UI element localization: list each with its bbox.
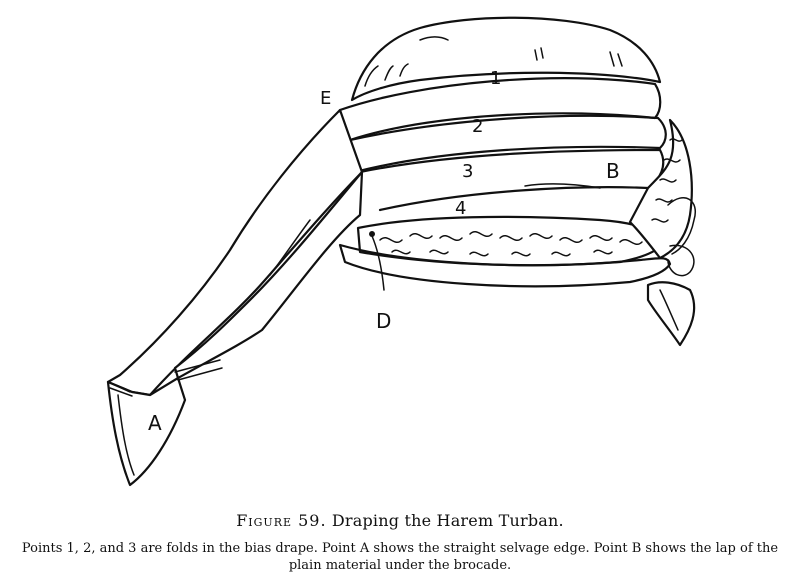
brocade-band	[358, 120, 695, 265]
label-a: A	[148, 411, 162, 435]
hanging-drape	[108, 110, 362, 485]
label-1: 1	[490, 68, 501, 89]
turban-drawing: E 1 2 3 B 4 D A	[0, 0, 800, 510]
figure-caption-body: Points 1, 2, and 3 are folds in the bias…	[0, 540, 800, 574]
label-3: 3	[462, 161, 473, 182]
back-knot	[648, 282, 694, 345]
figure-caption-title: Figure 59. Draping the Harem Turban.	[0, 511, 800, 530]
figure-title: Draping the Harem Turban.	[332, 511, 564, 530]
bias-fold-bands	[340, 78, 666, 210]
label-4: 4	[455, 198, 466, 219]
label-2: 2	[472, 116, 483, 137]
figure-number: Figure 59.	[236, 511, 326, 530]
label-d: D	[376, 309, 391, 333]
pointer-dot-d	[369, 231, 375, 237]
turban-crown	[352, 18, 660, 100]
label-e: E	[320, 88, 331, 109]
label-b: B	[606, 159, 620, 183]
